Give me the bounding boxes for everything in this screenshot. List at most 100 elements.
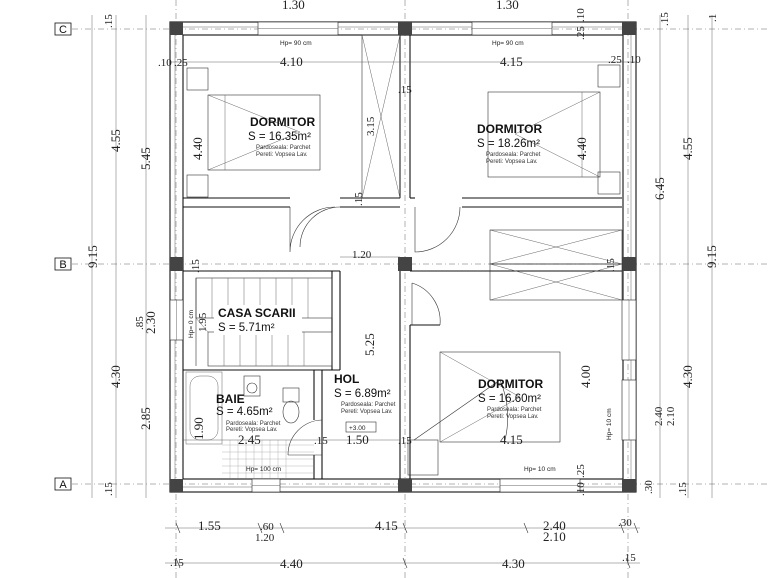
dim-text: 5.45 <box>138 147 153 170</box>
axis-label-b: B <box>59 259 66 271</box>
dim-text: .1 <box>707 14 719 22</box>
dim-text: 2.10 <box>665 406 677 426</box>
doors <box>287 206 509 456</box>
dim-text: 2.40 <box>653 406 665 426</box>
room-name: BAIE <box>216 392 245 406</box>
sill-left: Hp= 0 cm <box>188 310 195 338</box>
room-area: S = 5.71m² <box>218 322 275 334</box>
axis-label-c: C <box>59 24 67 36</box>
room-name: HOL <box>334 372 359 386</box>
dim-text: 4.40 <box>190 137 205 160</box>
dim-left: .15 9.15 .15 4.55 4.30 5.45 .85 2.30 2.8… <box>85 14 158 498</box>
room-area: S = 18.26m² <box>477 138 540 150</box>
dim-text: .10 <box>575 482 587 496</box>
dim-text: 1.30 <box>496 0 519 12</box>
beds <box>186 64 621 476</box>
dim-text: .15 <box>353 192 365 206</box>
room-floor: Pardoseala: Parchet <box>341 402 396 408</box>
level-mark: +3.00 <box>349 425 366 432</box>
staircase <box>195 277 333 367</box>
room-floor: Pardoseala: Parchet <box>256 145 311 151</box>
dim-text: .15 <box>659 12 671 26</box>
axis-label-a: A <box>59 479 67 491</box>
room-casa-scarii: CASA SCARII S = 5.71m² <box>214 305 302 335</box>
dim-text: .10 <box>627 54 641 66</box>
dim-text: 1.20 <box>255 532 275 544</box>
dim-text: 4.55 <box>680 137 695 160</box>
room-area: S = 16.60m² <box>478 393 541 405</box>
room-floor: Pardoseala: Parchet <box>486 152 541 158</box>
dim-text: 2.45 <box>238 432 261 447</box>
room-area: S = 16.35m² <box>248 131 311 143</box>
dim-text: .15 <box>605 258 617 272</box>
dim-text: .15 <box>677 482 689 496</box>
dim-text: 9.15 <box>704 245 719 268</box>
dim-text: .10 <box>158 57 172 69</box>
dim-text: .60 <box>260 521 274 533</box>
dim-text: .15 <box>622 552 636 564</box>
dim-bottom: 1.55 .60 1.20 4.15 2.40 2.10 .30 .15 4.4… <box>165 517 640 571</box>
room-baie: BAIE S = 4.65m² Pardoseala: Parchet Pere… <box>216 392 281 433</box>
dim-text: 4.30 <box>502 556 525 571</box>
dim-text: .25 <box>174 57 188 69</box>
windows <box>169 21 637 493</box>
room-walls: Pereti: Vopsea Lav. <box>486 159 538 165</box>
room-walls: Pereti: Vopsea Lav. <box>256 152 308 158</box>
dim-text: 1.30 <box>282 0 305 12</box>
sill-top-right: Hp= 90 cm <box>492 40 524 47</box>
room-walls: Pereti: Vopsea Lav. <box>226 427 278 433</box>
dim-text: 5.25 <box>362 333 377 356</box>
dim-text: .25 <box>608 54 622 66</box>
dim-top: 1.30 1.30 <box>282 0 519 12</box>
dim-text: .15 <box>398 84 412 96</box>
room-area: S = 6.89m² <box>334 388 391 400</box>
dim-text: .10 <box>575 8 587 22</box>
room-floor: Pardoseala: Parchet <box>226 421 281 427</box>
dim-text: .15 <box>398 435 412 447</box>
dim-text: 1.20 <box>352 249 372 261</box>
room-name: DORMITOR <box>478 377 543 391</box>
dim-text: 4.30 <box>680 365 695 388</box>
dim-text: .85 <box>134 316 146 330</box>
dim-text: 4.55 <box>108 129 123 152</box>
structural-columns <box>170 22 636 492</box>
axis-marker-c: C <box>54 22 72 36</box>
dim-text: 1.50 <box>346 432 369 447</box>
dim-text: .15 <box>170 557 184 569</box>
sill-heights: Hp= 90 cm Hp= 90 cm Hp= 100 cm Hp= 10 cm… <box>188 40 613 473</box>
sill-right: Hp= 10 cm <box>606 408 613 440</box>
room-floor: Pardoseala: Parchet <box>487 407 542 413</box>
room-walls: Pereti: Vopsea Lav. <box>487 414 539 420</box>
dim-text: 2.30 <box>143 311 158 334</box>
dim-text: .15 <box>190 259 202 273</box>
room-dormitor-ne: DORMITOR S = 18.26m² Pardoseala: Parchet… <box>477 122 542 165</box>
wardrobes <box>489 229 623 301</box>
dim-text: 6.45 <box>652 177 667 200</box>
dim-top-inner: .10 .25 4.10 4.15 .25 .10 <box>158 54 641 69</box>
dim-text: 4.00 <box>578 365 593 388</box>
dim-right: 6.45 2.40 2.10 4.55 4.30 9.15 .15 .1 .15… <box>575 8 719 498</box>
dim-text: .25 <box>575 26 587 40</box>
axis-marker-b: B <box>54 257 72 271</box>
axis-marker-a: A <box>54 477 72 491</box>
dim-text: 4.10 <box>280 54 303 69</box>
dim-text: .25 <box>575 464 587 478</box>
dim-text: 1.95 <box>197 312 209 332</box>
dim-text: .15 <box>103 14 115 28</box>
dim-text: 4.15 <box>375 518 398 533</box>
dim-text: 4.30 <box>108 365 123 388</box>
room-walls: Pereti: Vopsea Lav. <box>341 409 393 415</box>
room-area: S = 4.65m² <box>216 406 273 418</box>
dim-text: .15 <box>103 482 115 496</box>
dim-text: 4.40 <box>574 137 589 160</box>
sill-bottom-right: Hp= 10 cm <box>524 466 556 473</box>
dim-text: 2.10 <box>543 529 566 544</box>
dim-text: 1.55 <box>198 518 221 533</box>
dim-text: .30 <box>618 517 632 529</box>
room-dormitor-se: DORMITOR S = 16.60m² Pardoseala: Parchet… <box>478 377 543 420</box>
sill-bottom-left: Hp= 100 cm <box>246 466 281 473</box>
dim-text: 4.15 <box>500 432 523 447</box>
room-hol: HOL S = 6.89m² Pardoseala: Parchet Peret… <box>334 372 396 433</box>
dim-text: 2.85 <box>138 407 153 430</box>
